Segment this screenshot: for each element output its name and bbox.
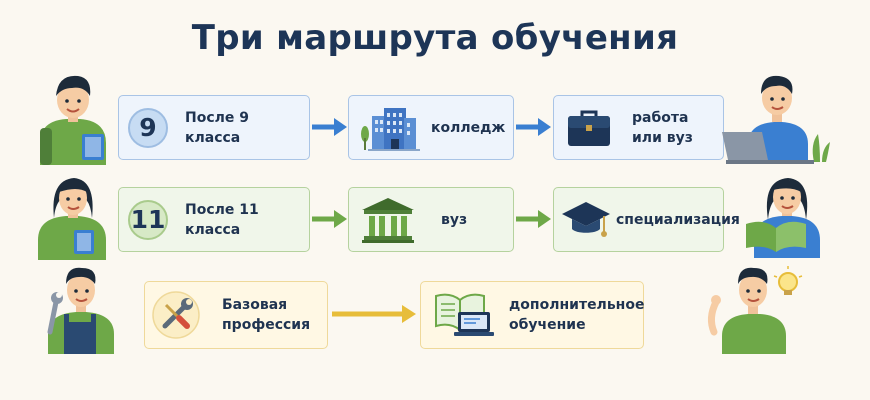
university-building-icon [362, 198, 414, 243]
student-girl-illustration [38, 178, 106, 260]
step-label-university: вуз [441, 211, 468, 228]
step-label-specialization: специализация [616, 211, 740, 228]
grade-9-number: 9 [139, 113, 157, 142]
step-label-basic-profession: Базовая профессия [222, 297, 311, 333]
arrow-icon [332, 305, 416, 323]
arrow-icon [312, 118, 347, 136]
grade-11-number: 11 [130, 205, 166, 234]
person-with-idea-illustration [707, 266, 803, 354]
arrow-icon [516, 210, 551, 228]
step-after-11th-grade: 11 После 11 класса [118, 187, 310, 252]
college-building-icon [361, 108, 420, 151]
step-label-after-9: После 9 класса [185, 109, 249, 146]
student-with-backpack-illustration [40, 75, 106, 165]
book-laptop-icon [435, 293, 494, 336]
arrow-icon [312, 210, 347, 228]
step-label-additional-training: дополнительное обучение [509, 297, 645, 333]
step-after-9th-grade: 9 После 9 класса [118, 95, 310, 160]
woman-reading-illustration [746, 178, 820, 258]
arrow-icon [516, 118, 551, 136]
step-work-or-university: работа или вуз [553, 95, 724, 160]
page-title: Три маршрута обучения [191, 18, 679, 58]
step-label-work-or-university: работа или вуз [632, 109, 693, 146]
step-label-after-11: После 11 класса [185, 201, 259, 238]
briefcase-icon [568, 110, 610, 146]
step-label-college: колледж [431, 119, 506, 136]
person-with-laptop-illustration [722, 75, 830, 164]
wrench-screwdriver-icon [152, 291, 200, 339]
grade-11-badge: 11 [128, 199, 168, 240]
worker-with-wrench-illustration [47, 267, 114, 354]
graduation-cap-icon [562, 202, 610, 237]
grade-9-badge: 9 [128, 107, 168, 148]
